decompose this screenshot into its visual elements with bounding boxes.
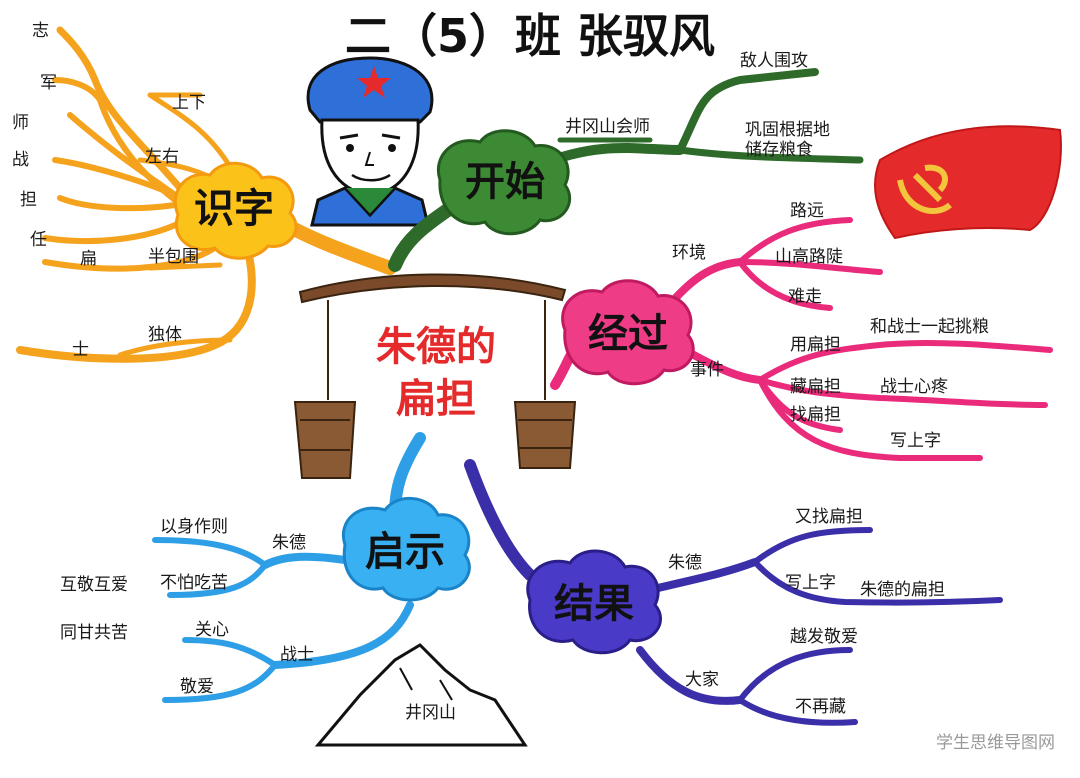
label-nanzou: 难走 [788,287,822,307]
bucket-right-icon [513,401,577,469]
node-label-qishi: 启示 [365,529,445,575]
branch-shizi [16,26,397,363]
center-line2: 扁担 [396,376,476,422]
label-buzaicang: 不再藏 [795,697,846,717]
node-label-jieguo: 结果 [554,581,634,627]
carrying-pole-icon [293,273,577,479]
label-zuoyou: 左右 [145,147,179,167]
label-geng: 越发敬爱 [790,627,858,647]
node-jingguo: 经过 [561,279,695,386]
label-zhudebiandan: 朱德的扁担 [860,580,945,600]
label-jieguo-zhude: 朱德 [668,553,702,573]
label-xieshangzi-2: 写上字 [785,573,836,593]
label-char-jun: 军 [40,73,57,93]
label-char-dan: 担 [20,190,37,210]
label-shangao: 山高路陡 [775,247,843,267]
page-title: 二（5）班 张驭风 [345,9,715,63]
branch-jieguo [464,459,1003,726]
label-dulti: 独体 [148,325,182,345]
label-huanjing: 环境 [672,243,706,263]
label-zhaobiandan: 找扁担 [790,405,841,425]
label-baowei: 半包围 [148,247,199,267]
node-cloud-shizi [173,161,298,260]
mountain-label: 井冈山 [405,703,456,723]
mountain-icon: 井冈山 [314,643,528,747]
bucket-left-icon [293,401,357,479]
label-qishi-zhude: 朱德 [272,533,306,553]
label-shi: 士 [72,340,89,360]
node-cloud-jieguo [526,549,662,655]
label-youzhao: 又找扁担 [795,507,863,527]
center-line1: 朱德的 [376,324,496,370]
label-yishen: 以身作则 [160,517,228,537]
watermark: 学生思维导图网 [936,733,1055,753]
center-topic: 朱德的 扁担 [376,324,496,422]
node-label-shizi: 识字 [194,186,274,232]
node-jieguo: 结果 [526,549,662,655]
label-char-ren: 任 [30,230,47,250]
label-cangbiandan: 藏扁担 [790,377,841,397]
label-tiaoliang: 和战士一起挑粮 [870,317,989,337]
label-char-shi: 师 [12,113,29,133]
label-bupa: 不怕吃苦 [160,573,228,593]
label-xinteng: 战士心疼 [880,377,948,397]
label-tonggan: 同甘共苦 [60,623,128,643]
label-char-zhi: 志 [32,21,49,41]
party-flag-icon [874,125,1062,240]
label-guanxin: 关心 [195,620,229,640]
label-xieshangzi-1: 写上字 [890,431,941,451]
label-dajia: 大家 [685,670,719,690]
label-zhanshi: 战士 [280,645,314,665]
node-cloud-kaishi [437,129,572,236]
label-shangxia: 上下 [172,93,206,113]
node-cloud-qishi [342,496,471,602]
label-jingai: 敬爱 [180,677,214,697]
node-cloud-jingguo [561,279,695,386]
branch-kaishi [388,68,864,272]
soldier-portrait-icon [306,56,434,227]
label-luyuan: 路远 [790,201,824,221]
node-kaishi: 开始 [437,129,572,236]
label-diren: 敌人围攻 [740,51,808,71]
label-shijian: 事件 [690,360,724,380]
node-shizi: 识字 [173,161,298,260]
label-gonggu: 巩固根据地 [745,120,830,140]
label-yongbiandan: 用扁担 [790,335,841,355]
label-char-zhan: 战 [12,150,29,170]
label-hujing: 互敬互爱 [60,575,128,595]
label-jinggang: 井冈山会师 [565,117,650,137]
node-label-kaishi: 开始 [465,159,545,205]
node-qishi: 启示 [342,496,471,602]
label-bian: 扁 [80,249,97,269]
label-chubei: 储存粮食 [745,140,813,160]
node-label-jingguo: 经过 [588,311,668,357]
